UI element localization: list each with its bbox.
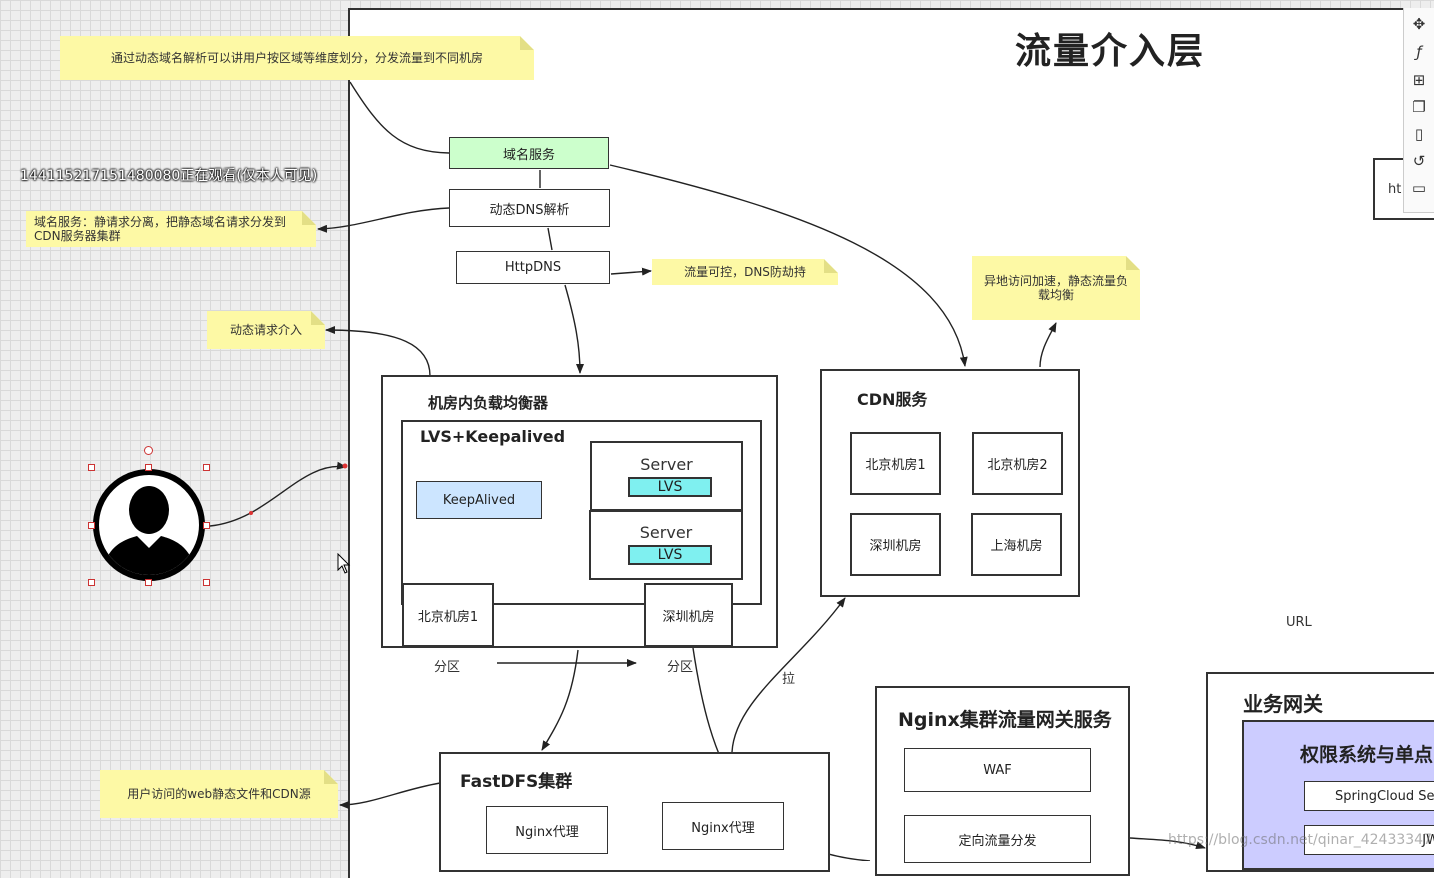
- lb-beijing-room[interactable]: 北京机房1: [402, 583, 494, 647]
- cdn-service-title: CDN服务: [857, 390, 928, 409]
- viewer-overlay: 1441152171514800​80正在观看(仅本人可见): [20, 168, 318, 184]
- dynamic-dns-node[interactable]: 动态DNS解析: [449, 189, 610, 227]
- url-label: URL: [1286, 615, 1312, 630]
- history-icon[interactable]: ↺: [1412, 152, 1426, 170]
- nginx-proxy-node-2[interactable]: Nginx代理: [662, 802, 784, 850]
- waf-node[interactable]: WAF: [904, 748, 1091, 792]
- resize-handle-nw[interactable]: [88, 464, 95, 471]
- connector-user-to-lb: [209, 461, 347, 527]
- resize-handle-sw[interactable]: [88, 579, 95, 586]
- cdn-shenzhen-room[interactable]: 深圳机房: [850, 513, 941, 576]
- lvs-tag-2[interactable]: LVS: [628, 545, 712, 565]
- note-cdn-acceleration[interactable]: 异地访问加速，静态流量负载均衡: [972, 256, 1140, 320]
- keepalived-node[interactable]: KeepAlived: [416, 481, 542, 519]
- lvs-keepalived-title: LVS+Keepalived: [420, 427, 566, 446]
- business-gateway-title: 业务网关: [1243, 692, 1323, 716]
- resize-handle-w[interactable]: [88, 522, 95, 529]
- lb-shenzhen-room[interactable]: 深圳机房: [644, 583, 733, 647]
- right-toolbar: [1403, 8, 1434, 213]
- note-user-access[interactable]: 用户访问的web静态文件和CDN源: [100, 770, 338, 818]
- springcloud-node[interactable]: SpringCloud Se: [1304, 781, 1434, 811]
- resize-handle-s[interactable]: [145, 579, 152, 586]
- mouse-cursor-icon: [337, 553, 351, 574]
- format-icon[interactable]: ƒ: [1416, 43, 1422, 61]
- page-title: 流量介入层: [1015, 31, 1206, 72]
- server-node-1[interactable]: [590, 441, 743, 511]
- insert-icon[interactable]: ⊞: [1412, 71, 1426, 89]
- fastdfs-title: FastDFS集群: [460, 772, 573, 792]
- rotate-handle[interactable]: [144, 446, 153, 455]
- auth-system-title: 权限系统与单点: [1300, 744, 1434, 766]
- note-traffic-control[interactable]: 流量可控，DNS防劫持: [652, 259, 838, 285]
- user-avatar[interactable]: [92, 468, 206, 582]
- httpdns-node[interactable]: HttpDNS: [456, 251, 610, 284]
- resize-handle-ne[interactable]: [203, 464, 210, 471]
- user-icon: [93, 469, 205, 581]
- note-domain-service[interactable]: 域名服务：静请求分离，把静态域名请求分发到CDN服务器集群: [26, 211, 316, 247]
- partition-label-right: 分区: [667, 660, 694, 675]
- domain-service-node[interactable]: 域名服务: [449, 137, 609, 169]
- partial-http-label: ht: [1388, 182, 1402, 197]
- pull-label: 拉: [782, 672, 796, 687]
- load-balancer-title: 机房内负载均衡器: [428, 394, 549, 412]
- url-watermark: https://blog.csdn.net/qinar_42433347: [1168, 832, 1432, 848]
- nginx-proxy-node-1[interactable]: Nginx代理: [486, 806, 608, 854]
- lvs-tag-1[interactable]: LVS: [628, 477, 712, 497]
- page-icon[interactable]: ▯: [1414, 125, 1424, 143]
- partition-label-left: 分区: [434, 660, 461, 675]
- server-label-1: Server: [640, 455, 693, 474]
- cdn-beijing-room-2[interactable]: 北京机房2: [972, 432, 1063, 495]
- nginx-gateway-title: Nginx集群流量网关服务: [898, 709, 1112, 731]
- directed-traffic-node[interactable]: 定向流量分发: [904, 815, 1091, 863]
- resize-handle-e[interactable]: [203, 522, 210, 529]
- resize-handle-se[interactable]: [203, 579, 210, 586]
- note-dynamic-request[interactable]: 动态请求介入: [207, 311, 325, 349]
- resize-handle-n[interactable]: [145, 464, 152, 471]
- move-icon[interactable]: ✥: [1412, 15, 1426, 33]
- pages-icon[interactable]: ❐: [1412, 98, 1426, 116]
- cdn-shanghai-room[interactable]: 上海机房: [971, 513, 1062, 576]
- jw-node[interactable]: JW: [1304, 825, 1434, 855]
- comment-icon[interactable]: ▭: [1411, 179, 1427, 197]
- note-dynamic-dns[interactable]: 通过动态域名解析可以讲用户按区域等维度划分，分发流量到不同机房: [60, 36, 534, 80]
- server-label-2: Server: [639, 523, 693, 542]
- cdn-beijing-room-1[interactable]: 北京机房1: [850, 432, 941, 495]
